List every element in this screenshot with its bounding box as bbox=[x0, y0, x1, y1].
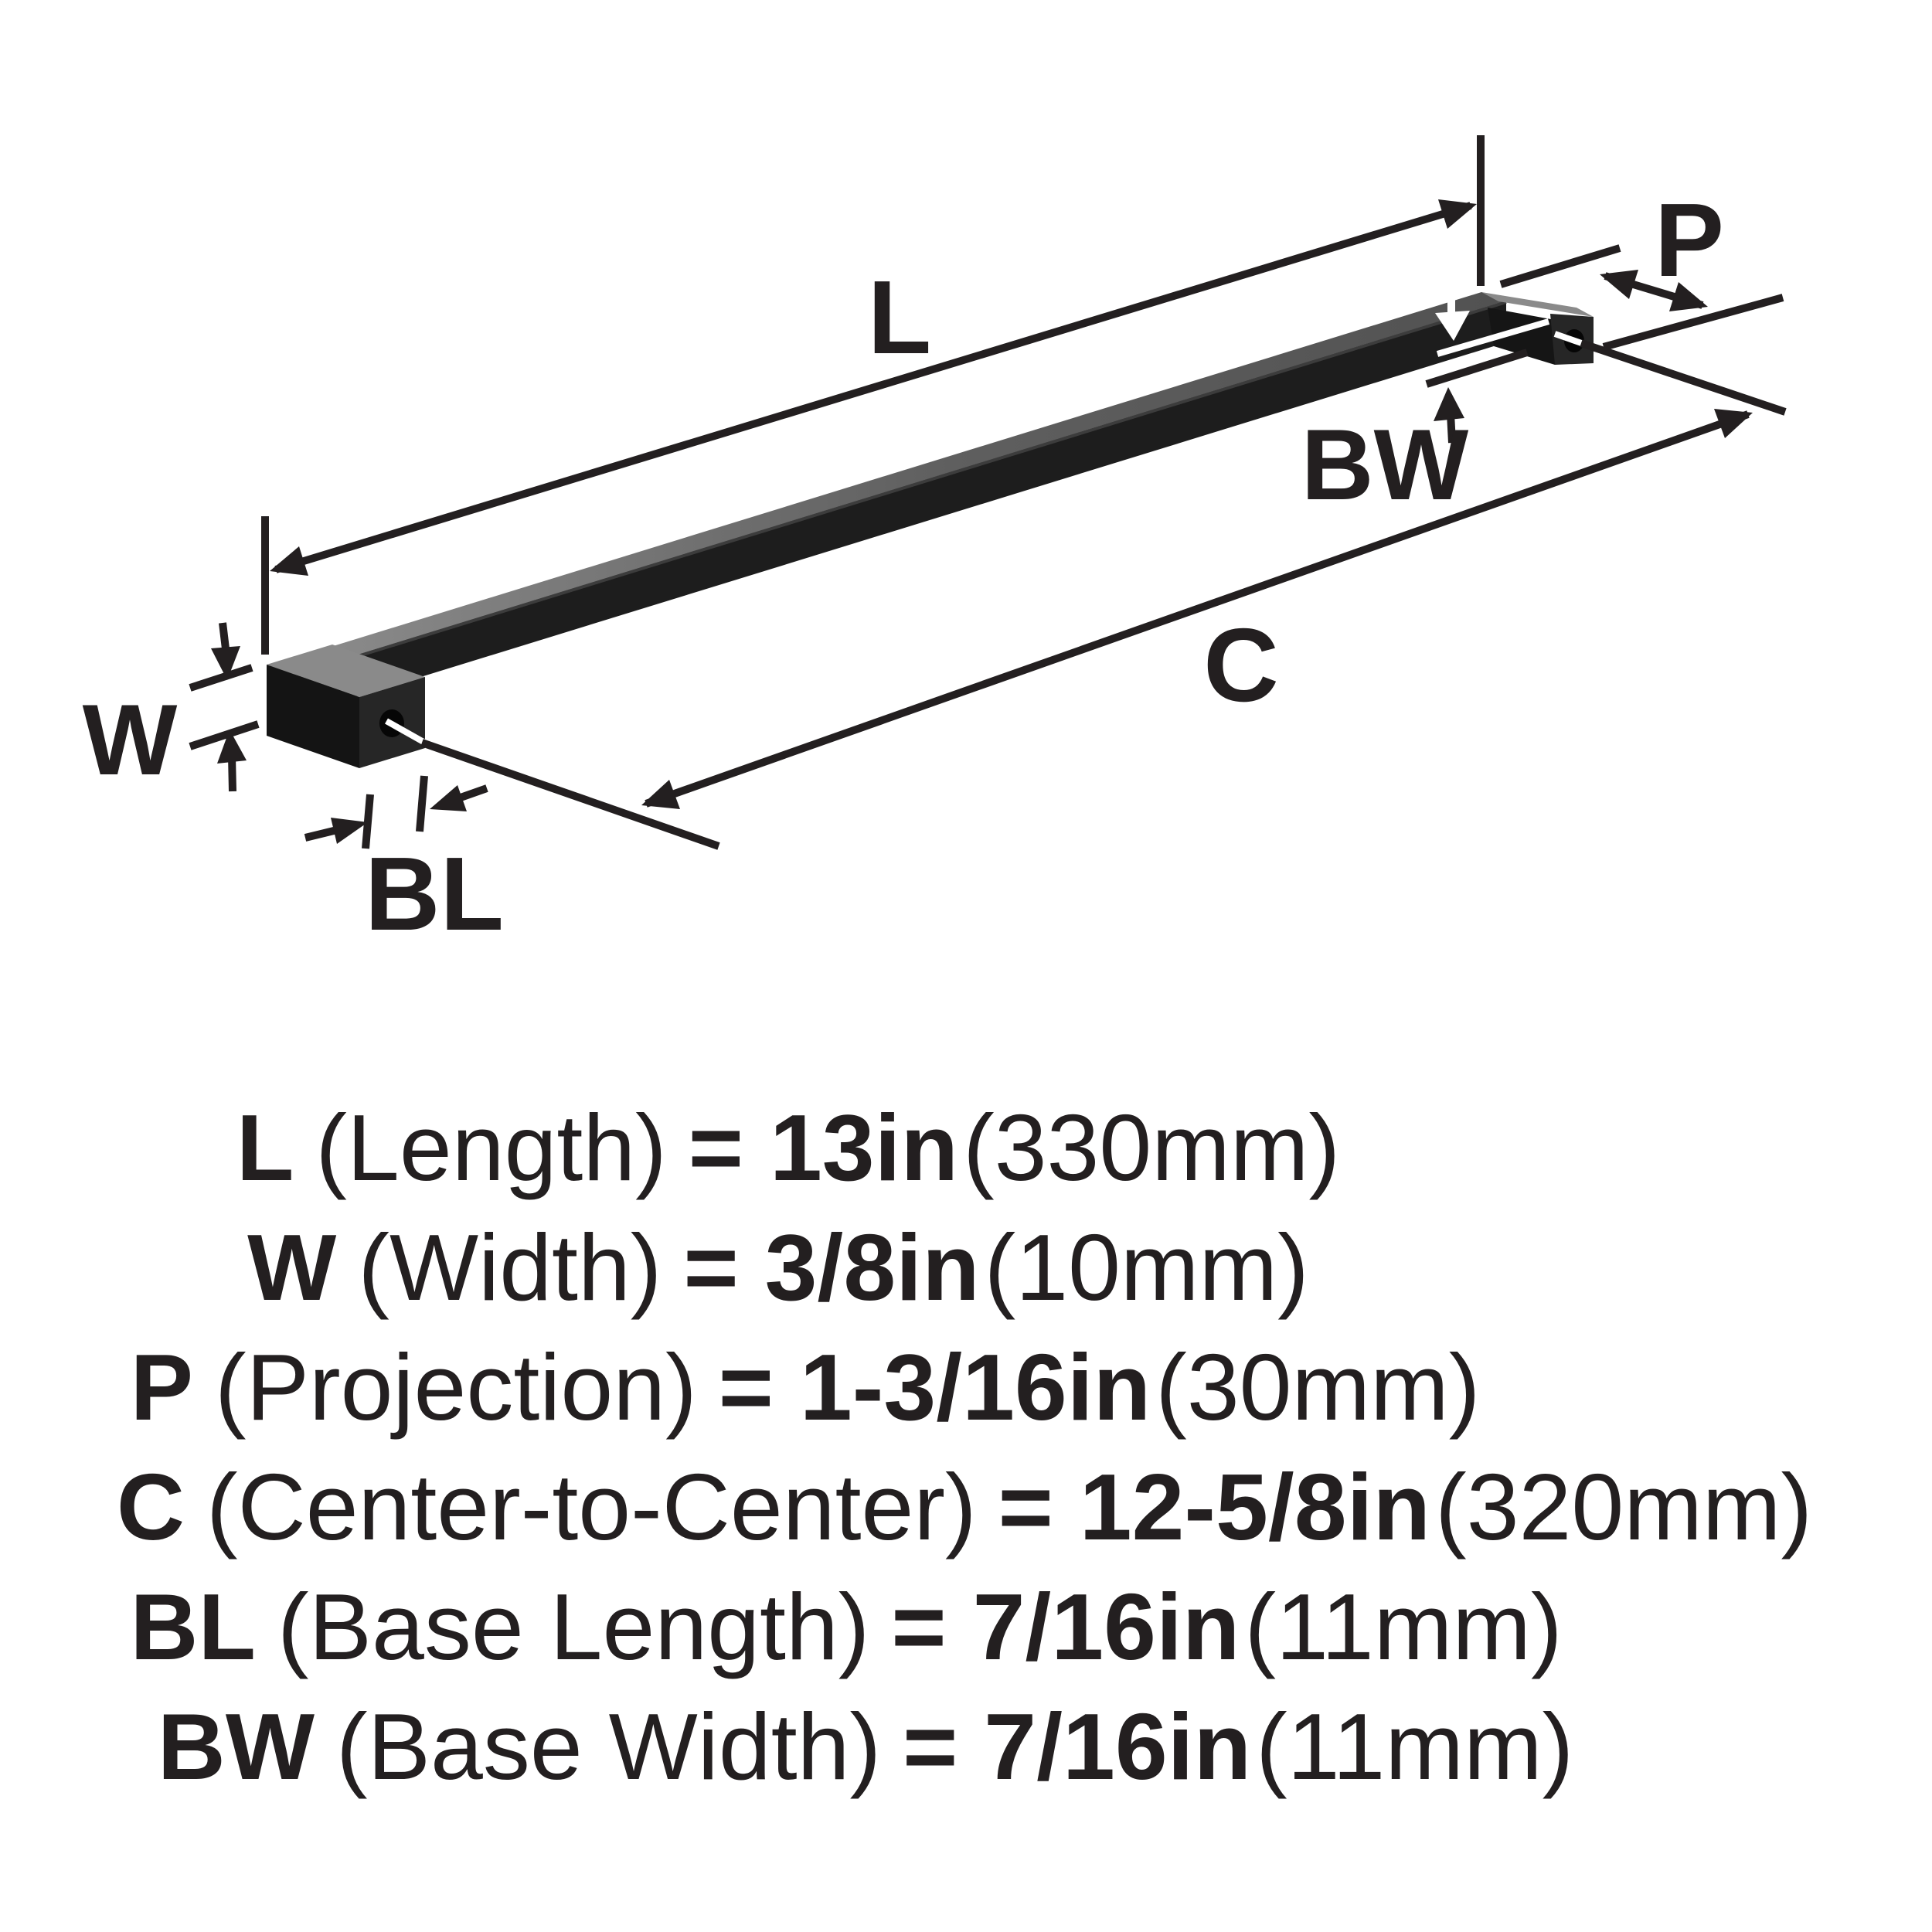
white-down-arrow-icon bbox=[1435, 291, 1470, 341]
arrow-heads bbox=[211, 199, 1753, 844]
l-arrowhead-right bbox=[1438, 199, 1477, 229]
spec-code: P bbox=[130, 1335, 193, 1440]
w-tick-upper bbox=[189, 664, 253, 692]
w-arrowhead-down bbox=[211, 646, 240, 680]
spec-code: W bbox=[247, 1215, 337, 1320]
callout-width: W bbox=[83, 683, 178, 796]
w-tick-lower bbox=[189, 720, 260, 750]
c-arrowhead-left bbox=[641, 780, 680, 809]
spec-metric: (330mm) bbox=[963, 1095, 1341, 1200]
bl-arrow-right-shaft bbox=[304, 826, 338, 842]
spec-metric: (320mm) bbox=[1435, 1454, 1813, 1560]
spec-list: L(Length)= 13in(330mm) W(Width)= 3/8in(1… bbox=[0, 1088, 1932, 1807]
spec-label: (Length) bbox=[315, 1095, 667, 1200]
callout-base-width: BW bbox=[1301, 408, 1469, 521]
spec-imperial: = 7/16in bbox=[891, 1574, 1240, 1679]
bl-tick-left bbox=[362, 794, 374, 849]
bw-tick bbox=[1425, 349, 1529, 388]
spec-imperial: = 13in bbox=[688, 1095, 959, 1200]
handle-bar-front-face bbox=[293, 301, 1506, 716]
spec-label: (Width) bbox=[358, 1215, 662, 1320]
bl-arrowhead-right bbox=[331, 818, 368, 844]
spec-imperial: = 12-5/8in bbox=[998, 1454, 1431, 1560]
spec-code: C bbox=[116, 1454, 185, 1560]
l-arrowhead-left bbox=[270, 546, 308, 576]
dimension-lines bbox=[189, 135, 1787, 850]
white-arrow-head bbox=[1435, 311, 1470, 341]
left-hole-axis-white bbox=[385, 718, 425, 745]
callout-base-length: BL bbox=[365, 835, 504, 952]
bw-arrowhead-up bbox=[1434, 387, 1464, 421]
p-arrowhead-left bbox=[1600, 270, 1638, 299]
l-dimension-line bbox=[274, 202, 1472, 573]
spec-metric: (30mm) bbox=[1155, 1335, 1481, 1440]
left-axis-extension-line bbox=[420, 739, 720, 850]
right-axis-line-white bbox=[1436, 318, 1550, 357]
spec-metric: (11mm) bbox=[1244, 1574, 1563, 1679]
c-arrowhead-right bbox=[1714, 409, 1753, 438]
bl-tick-right bbox=[416, 775, 428, 832]
spec-row-center-to-center: C(Center-to-Center)= 12-5/8in(320mm) bbox=[0, 1447, 1930, 1567]
callout-length: L bbox=[868, 259, 931, 376]
w-arrowhead-up bbox=[217, 730, 247, 764]
left-foot-top-face bbox=[267, 645, 425, 697]
right-foot-top-face bbox=[1481, 292, 1594, 317]
white-arrow-shaft bbox=[1447, 291, 1455, 315]
spec-imperial: = 1-3/16in bbox=[718, 1335, 1151, 1440]
left-foot-side-face bbox=[267, 665, 359, 768]
spec-label: (Center-to-Center) bbox=[206, 1454, 977, 1560]
spec-row-length: L(Length)= 13in(330mm) bbox=[0, 1088, 1754, 1208]
right-axis-extension-line bbox=[1580, 339, 1787, 416]
handle-bar-top-edge-highlight bbox=[292, 301, 1507, 678]
spec-imperial: = 3/8in bbox=[683, 1215, 980, 1320]
handle-bar-top-face bbox=[268, 292, 1506, 675]
spec-label: (Projection) bbox=[214, 1335, 697, 1440]
callout-center-to-center: C bbox=[1203, 607, 1279, 723]
spec-metric: (11mm) bbox=[1256, 1694, 1574, 1799]
spec-row-projection: P(Projection)= 1-3/16in(30mm) bbox=[0, 1328, 1771, 1447]
spec-metric: (10mm) bbox=[984, 1215, 1309, 1320]
handle-illustration bbox=[267, 292, 1594, 768]
p-reference-line-lower bbox=[1602, 294, 1784, 351]
bl-arrow-left-shaft bbox=[459, 784, 488, 801]
spec-row-base-width: BW(Base Width)= 7/16in(11mm) bbox=[0, 1687, 1832, 1807]
p-arrowhead-right bbox=[1669, 282, 1708, 311]
callout-projection: P bbox=[1655, 182, 1724, 298]
spec-code: L bbox=[236, 1095, 294, 1200]
spec-code: BL bbox=[130, 1574, 257, 1679]
spec-label: (Base Length) bbox=[277, 1574, 870, 1679]
spec-row-base-length: BL(Base Length)= 7/16in(11mm) bbox=[0, 1567, 1812, 1687]
spec-row-width: W(Width)= 3/8in(10mm) bbox=[0, 1208, 1744, 1328]
spec-label: (Base Width) bbox=[336, 1694, 882, 1799]
bl-arrowhead-left bbox=[430, 785, 467, 811]
spec-code: BW bbox=[157, 1694, 315, 1799]
c-dimension-line bbox=[645, 410, 1750, 808]
spec-imperial: = 7/16in bbox=[903, 1694, 1252, 1799]
p-reference-tick-upper bbox=[1499, 244, 1621, 288]
